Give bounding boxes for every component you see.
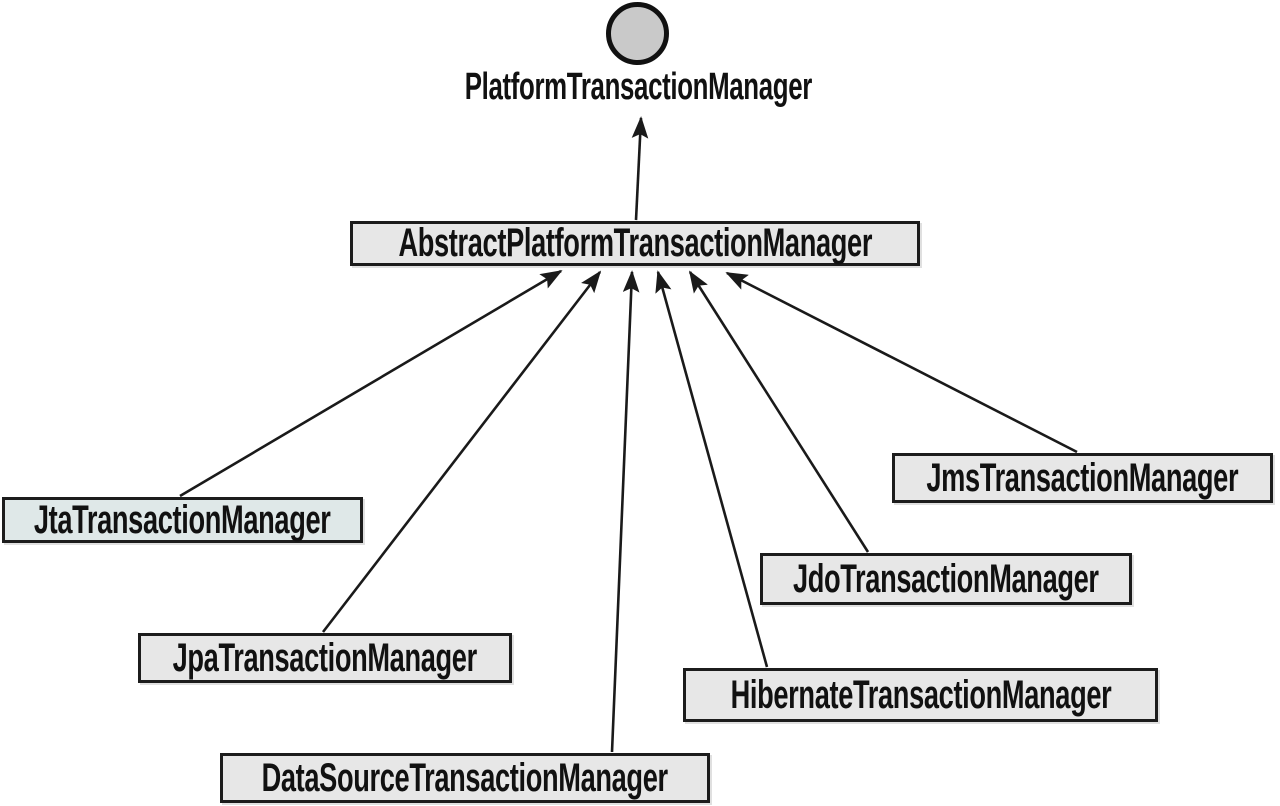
edge-hibernate-to-abstract [655, 270, 769, 668]
edge-jta-to-abstract [179, 269, 563, 498]
class-box-label: AbstractPlatformTransactionManager [398, 221, 872, 265]
class-box-jdo-transaction-manager: JdoTransactionManager [760, 553, 1132, 605]
class-box-jms-transaction-manager: JmsTransactionManager [892, 453, 1273, 503]
interface-lollipop-icon [606, 2, 669, 65]
class-box-abstract-platform-transaction-manager: AbstractPlatformTransactionManager [350, 221, 920, 266]
edge-datasource-to-abstract [610, 270, 640, 753]
class-box-label: DataSourceTransactionManager [261, 755, 669, 800]
class-box-label: JpaTransactionManager [172, 635, 478, 680]
edge-abstract-to-interface [631, 116, 649, 221]
edge-jms-to-abstract [725, 271, 1078, 454]
class-box-jta-transaction-manager: JtaTransactionManager [2, 497, 363, 543]
class-box-label: JmsTransactionManager [926, 455, 1239, 500]
class-box-jpa-transaction-manager: JpaTransactionManager [138, 633, 512, 683]
interface-name-text: PlatformTransactionManager [464, 66, 812, 108]
interface-name-label: PlatformTransactionManager [338, 66, 938, 109]
class-box-datasource-transaction-manager: DataSourceTransactionManager [220, 753, 710, 803]
edge-jdo-to-abstract [688, 270, 870, 553]
class-box-label: JdoTransactionManager [793, 556, 1099, 601]
class-box-label: HibernateTransactionManager [730, 672, 1111, 717]
class-box-label: JtaTransactionManager [34, 497, 331, 542]
edge-jpa-to-abstract [321, 270, 602, 633]
class-box-hibernate-transaction-manager: HibernateTransactionManager [683, 668, 1158, 722]
